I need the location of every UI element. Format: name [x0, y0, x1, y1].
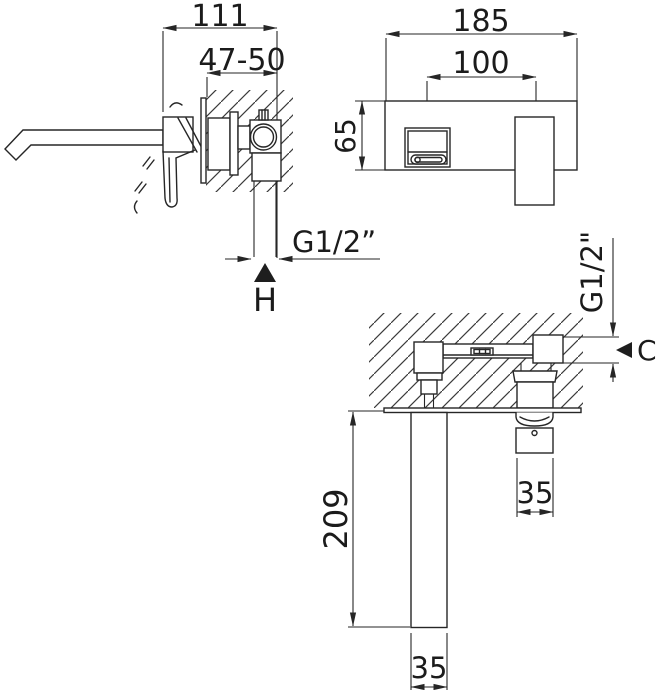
cartridge-flange: [229, 111, 239, 176]
extension-lines-plan: [348, 336, 619, 690]
spout-slot-dividers: [478, 348, 487, 355]
spout-base-flange: [416, 372, 443, 381]
lever-motion-arc: [133, 200, 138, 214]
depth-datum-label: C: [637, 334, 657, 367]
spout-tube: [410, 411, 448, 629]
handle-escutcheon-plan: [512, 370, 558, 383]
spout-side: [4, 129, 164, 161]
spout-stem: [420, 379, 438, 395]
cartridge-body: [207, 117, 231, 171]
c-datum-triangle: [616, 342, 632, 358]
dim-centers: 100: [452, 46, 509, 81]
handle-dome: [515, 412, 554, 427]
lever-motion-ticks: [134, 156, 155, 194]
lever-inner-line: [168, 157, 171, 203]
height-datum-triangle: [254, 263, 276, 282]
top-fitting-lines: [261, 109, 266, 121]
handle-neck-lines: [520, 363, 552, 371]
connection-label-side: G1/2”: [292, 225, 376, 259]
wall-plate-edge-plan: [383, 407, 582, 414]
body-top-tick: [169, 102, 183, 108]
dim-wall-depth-range: 47-50: [198, 43, 285, 78]
inlet-port-outer: [249, 123, 278, 151]
side-view: 111 47-50 G1/2” H: [4, 0, 380, 319]
dim-spout-length: 209: [317, 488, 355, 549]
top-fitting: [258, 109, 269, 121]
inlet-port-inner: [252, 126, 275, 148]
handle-dome-inner: [519, 416, 550, 422]
handle-base-plan: [516, 381, 554, 409]
supply-pipe-lines: [253, 181, 277, 257]
height-datum-label: H: [253, 281, 277, 319]
dim-spout-projection: 111: [191, 0, 248, 34]
dim-handle-width: 35: [517, 476, 554, 510]
plan-view: G1/2" C 209 35 35: [317, 231, 657, 690]
cartridge-connector: [237, 125, 251, 150]
handle-body-plan: [532, 334, 564, 364]
dim-plate-height: 65: [329, 118, 362, 154]
lever-end-cap: [414, 156, 421, 164]
spout-stem-lines: [423, 394, 435, 408]
lever-handle-side: [162, 149, 196, 208]
spout-front: [514, 116, 555, 206]
spout-slot: [470, 347, 494, 356]
handle-set-screw: [531, 429, 538, 437]
spout-elbow-plan: [413, 341, 444, 374]
wall-plate-edge: [200, 97, 207, 184]
dim-plate-width: 185: [452, 4, 509, 39]
handle-grip: [515, 427, 554, 454]
dim-spout-width: 35: [411, 651, 448, 685]
spout-slot-inner: [473, 348, 491, 355]
front-view: 185 100 65: [329, 4, 578, 206]
lower-valve-box: [251, 152, 282, 182]
connection-label-plan: G1/2": [575, 231, 609, 313]
